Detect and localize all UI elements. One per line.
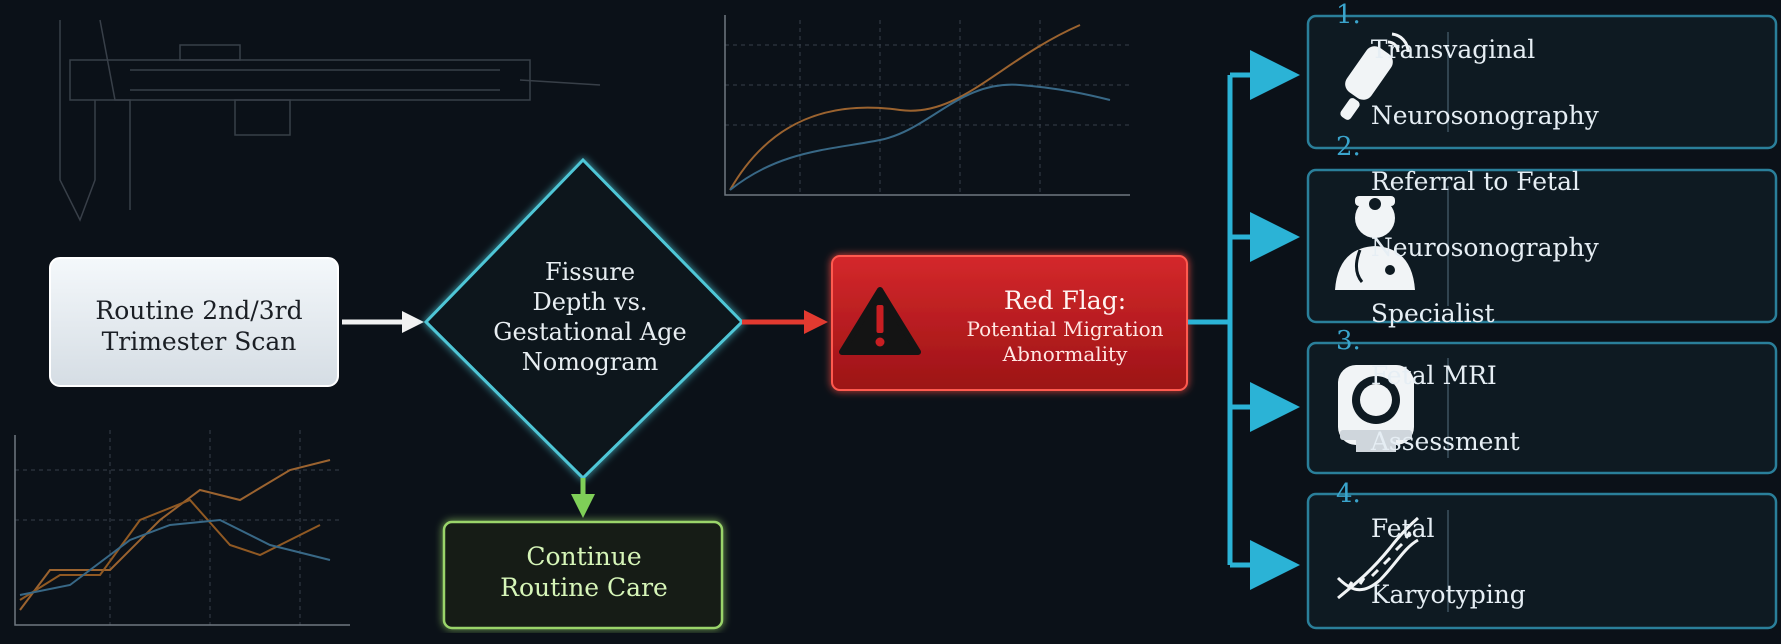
option-2-line1: Referral to Fetal — [1370, 166, 1580, 196]
arrow-decision-to-red-flag — [742, 310, 828, 334]
arrow-start-to-decision — [342, 311, 424, 333]
red-flag-line1: Potential Migration — [966, 316, 1164, 341]
option-1-number: 1. — [1336, 0, 1361, 30]
option-3-line2: Assessment — [1370, 426, 1520, 456]
start-box — [49, 257, 339, 387]
red-flag-label: Red Flag: Potential Migration Abnormalit… — [930, 262, 1200, 390]
doctor-icon — [1335, 196, 1415, 290]
mri-scanner-icon — [1338, 365, 1414, 452]
decision-line2: Depth vs. — [532, 288, 648, 316]
continue-line1: Continue — [526, 541, 642, 571]
option-4-label: Fetal Karyotyping — [1371, 479, 1526, 644]
decision-label: Fissure Depth vs. Gestational Age Nomogr… — [440, 232, 740, 402]
continue-line2: Routine Care — [500, 573, 668, 602]
ultrasound-probe-icon — [1340, 32, 1410, 120]
red-flag-line2: Abnormality — [1002, 341, 1128, 366]
decision-line1: Fissure — [544, 258, 636, 286]
option-1-label: Transvaginal Neurosonography — [1371, 0, 1599, 165]
option-4-line1: Fetal — [1370, 513, 1435, 543]
option-4: 4. Fetal Karyotyping — [1336, 479, 1774, 618]
option-2-label: Referral to Fetal Neurosonography Specia… — [1371, 132, 1599, 363]
option-4-line2: Karyotyping — [1370, 579, 1526, 609]
option-2-number: 2. — [1336, 131, 1361, 162]
continue-label: Continue Routine Care — [444, 522, 724, 622]
warning-icon — [839, 287, 921, 355]
option-4-number: 4. — [1336, 478, 1361, 509]
decorative-chart-top — [724, 15, 1130, 196]
red-flag-box — [831, 255, 1188, 391]
continue-box — [442, 520, 724, 630]
option-2: 2. Referral to Fetal Neurosonography Spe… — [1336, 132, 1774, 328]
option-3: 3. Fetal MRI Assessment — [1336, 326, 1774, 464]
caliper-sketch — [59, 19, 601, 222]
decision-line3: Gestational Age — [493, 318, 687, 346]
red-flag-title: Red Flag: — [1003, 286, 1127, 316]
option-2-line2: Neurosonography — [1370, 232, 1599, 262]
option-3-line1: Fetal MRI — [1370, 360, 1497, 390]
start-box-line1: Routine 2nd/3rd — [95, 295, 303, 325]
option-1: 1. Transvaginal Neurosonography — [1336, 0, 1774, 138]
arrow-decision-to-continue — [571, 478, 595, 518]
options-connector — [1188, 50, 1300, 590]
decorative-chart-bottom — [14, 430, 350, 626]
decision-line4: Nomogram — [521, 348, 659, 376]
option-1-line1: Transvaginal — [1370, 34, 1536, 64]
start-box-line2: Trimester Scan — [101, 327, 297, 356]
option-3-label: Fetal MRI Assessment — [1371, 326, 1520, 491]
option-3-number: 3. — [1336, 325, 1361, 356]
option-1-line2: Neurosonography — [1370, 100, 1599, 130]
option-2-line3: Specialist — [1370, 298, 1495, 328]
start-box-label: Routine 2nd/3rd Trimester Scan — [60, 262, 338, 390]
option-boxes — [1306, 14, 1778, 630]
dna-icon — [1336, 516, 1419, 600]
